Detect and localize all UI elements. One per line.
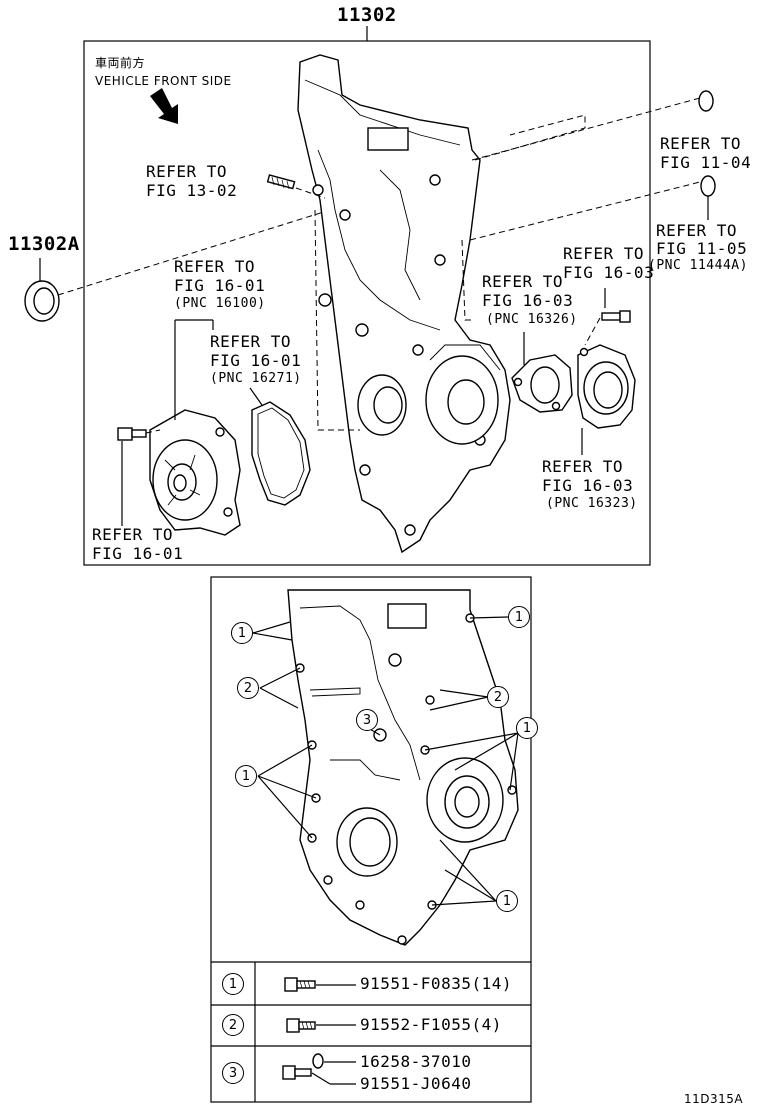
thermostat-gasket bbox=[511, 354, 573, 413]
table-part-91552-f1055: 91552-F1055(4) bbox=[360, 1015, 502, 1034]
pump-bolt bbox=[117, 427, 147, 441]
ref-fig-16-03b-line2: FIG 16-03 bbox=[563, 263, 655, 282]
ref-fig-16-03c-line1: REFER TO bbox=[542, 457, 624, 476]
direction-label-jp: 車両前方 bbox=[95, 56, 146, 70]
water-inlet-housing bbox=[577, 344, 636, 429]
callout-1-upper-right: 1 bbox=[508, 606, 530, 628]
ref-fig-11-05-line1: REFER TO bbox=[656, 221, 738, 240]
callout-2-right: 2 bbox=[487, 686, 509, 708]
table-part-16258-37010: 16258-37010 bbox=[360, 1052, 472, 1071]
ref-fig-11-05-line2: FIG 11-05 bbox=[656, 239, 748, 258]
part-number-11302a: 11302A bbox=[8, 233, 80, 255]
ref-fig-11-05-pnc: (PNC 11444A) bbox=[648, 258, 748, 273]
table-key-3: 3 bbox=[222, 1062, 244, 1084]
callout-1-upper-left: 1 bbox=[231, 622, 253, 644]
table-part-91551-f0835: 91551-F0835(14) bbox=[360, 974, 512, 993]
water-pump bbox=[149, 409, 241, 536]
callout-1-lower-right: 1 bbox=[496, 890, 518, 912]
ref-fig-16-01a-line1: REFER TO bbox=[174, 257, 256, 276]
ref-fig-16-03b-line1: REFER TO bbox=[563, 244, 645, 263]
ref-fig-16-01b-line1: REFER TO bbox=[210, 332, 292, 351]
cover-front-view bbox=[287, 589, 519, 946]
table-key-1: 1 bbox=[222, 973, 244, 995]
table-part-91551-j0640: 91551-J0640 bbox=[360, 1074, 472, 1093]
bolt-washer-icon-3 bbox=[282, 1053, 324, 1080]
ref-fig-16-01b-line2: FIG 16-01 bbox=[210, 351, 302, 370]
ref-fig-16-01c-line2: FIG 16-01 bbox=[92, 544, 184, 563]
ref-fig-16-03a-line2: FIG 16-03 bbox=[482, 291, 574, 310]
housing-bolt bbox=[601, 310, 631, 323]
timing-chain-cover bbox=[297, 54, 511, 554]
front-direction-arrow bbox=[150, 88, 178, 124]
bolt-icon-1 bbox=[284, 977, 316, 992]
ref-fig-16-01a-line2: FIG 16-01 bbox=[174, 276, 266, 295]
ref-fig-13-02-line1: REFER TO bbox=[146, 162, 228, 181]
ref-fig-11-04-line1: REFER TO bbox=[660, 134, 742, 153]
ref-fig-16-03a-line1: REFER TO bbox=[482, 272, 564, 291]
ref-fig-13-02-line2: FIG 13-02 bbox=[146, 181, 238, 200]
o-ring-upper bbox=[698, 90, 714, 112]
figure-code: 11D315A bbox=[684, 1092, 744, 1106]
ref-fig-11-04-line2: FIG 11-04 bbox=[660, 153, 752, 172]
ref-fig-16-01b-pnc: (PNC 16271) bbox=[210, 371, 302, 386]
ref-fig-16-03c-line2: FIG 16-03 bbox=[542, 476, 634, 495]
callout-1-right-mid: 1 bbox=[516, 717, 538, 739]
bottom-frame bbox=[210, 576, 532, 1103]
pump-gasket bbox=[251, 401, 311, 506]
o-ring-lower bbox=[700, 175, 716, 197]
callout-3: 3 bbox=[356, 709, 378, 731]
ref-fig-16-01a-pnc: (PNC 16100) bbox=[174, 296, 266, 311]
ref-fig-16-03a-pnc: (PNC 16326) bbox=[486, 312, 578, 327]
oil-seal bbox=[24, 280, 60, 322]
bolt-icon-2 bbox=[286, 1018, 316, 1033]
table-key-2: 2 bbox=[222, 1014, 244, 1036]
part-number-11302: 11302 bbox=[337, 4, 397, 26]
stud-bolt bbox=[266, 174, 296, 190]
callout-2-left: 2 bbox=[237, 677, 259, 699]
ref-fig-16-03c-pnc: (PNC 16323) bbox=[546, 496, 638, 511]
callout-1-left-mid: 1 bbox=[235, 765, 257, 787]
ref-fig-16-01c-line1: REFER TO bbox=[92, 525, 174, 544]
callout-leaders bbox=[252, 616, 519, 906]
direction-label-en: VEHICLE FRONT SIDE bbox=[95, 74, 232, 88]
